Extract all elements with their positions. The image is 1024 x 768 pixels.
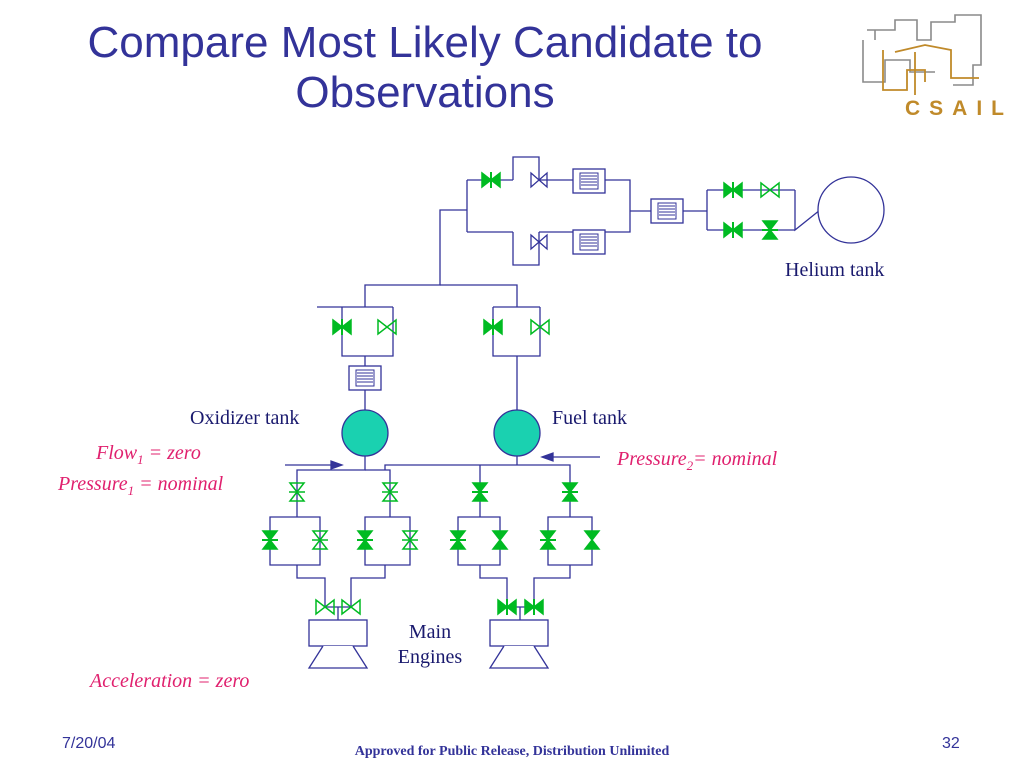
pressurant-lines xyxy=(269,156,821,620)
observation-flow1: Flow1 = zero xyxy=(96,442,201,468)
slide-title: Compare Most Likely Candidate to Observa… xyxy=(0,18,850,118)
title-line-2: Observations xyxy=(295,68,555,117)
flow1-text: Flow xyxy=(96,442,138,464)
fuel-tank-label: Fuel tank xyxy=(552,407,627,429)
pressure1-value: = nominal xyxy=(134,473,224,495)
pressure2-sub: 2 xyxy=(686,458,694,473)
valve-fuel-feed-2 xyxy=(561,482,579,502)
regulator-oxidizer xyxy=(348,365,382,391)
observation-pressure1: Pressure1 = nominal xyxy=(58,473,223,499)
valve-branch-2a xyxy=(356,530,374,550)
observation-pressure2: Pressure2= nominal xyxy=(617,448,777,474)
footer-release-notice: Approved for Public Release, Distributio… xyxy=(354,744,670,759)
main-engines-line-2: Engines xyxy=(397,646,463,668)
pressure2-value: = nominal xyxy=(693,448,778,470)
engine-right-nozzle xyxy=(488,645,550,669)
pressure1-sub: 1 xyxy=(127,483,135,498)
valve-fuel-feed-1 xyxy=(471,482,489,502)
oxidizer-tank xyxy=(341,409,389,457)
valve-fuel-iso-a xyxy=(483,318,503,336)
valve-engine-right-b xyxy=(524,598,544,616)
valve-helium-c xyxy=(723,221,743,239)
oxidizer-tank-label: Oxidizer tank xyxy=(190,407,300,429)
helium-tank-label: Helium tank xyxy=(785,259,885,281)
pressure1-text: Pressure xyxy=(58,473,128,495)
regulator-helium xyxy=(650,198,684,224)
valve-branch-3b xyxy=(492,530,508,550)
valve-branch-3a xyxy=(449,530,467,550)
main-engines xyxy=(307,619,550,669)
main-engines-line-1: Main xyxy=(408,621,452,643)
regulator-lower xyxy=(572,229,606,255)
pressure2-text: Pressure xyxy=(617,448,687,470)
csail-logo-text: CSAIL xyxy=(905,97,1013,120)
regulator-upper xyxy=(572,168,606,194)
engine-right xyxy=(489,619,549,647)
footer-page-number: 32 xyxy=(942,735,960,752)
valve-engine-right-a xyxy=(497,598,517,616)
helium-tank xyxy=(817,176,885,244)
valve-helium-d xyxy=(761,220,779,240)
valve-helium-a xyxy=(723,181,743,199)
engine-left xyxy=(308,619,368,647)
valve-ox-iso-a xyxy=(332,318,352,336)
valve-upper-closed xyxy=(481,171,501,189)
flow1-value: = zero xyxy=(143,442,201,464)
valve-branch-1a xyxy=(261,530,279,550)
valve-branch-4a xyxy=(539,530,557,550)
valve-branch-4b xyxy=(584,530,600,550)
csail-logo xyxy=(862,14,982,95)
engine-left-nozzle xyxy=(307,645,369,669)
flow1-sub: 1 xyxy=(137,452,144,467)
title-line-1: Compare Most Likely Candidate to xyxy=(87,18,763,67)
observation-acceleration: Acceleration = zero xyxy=(90,670,250,692)
fuel-tank xyxy=(493,409,541,457)
main-engines-label: Main Engines xyxy=(388,620,472,670)
observation-arrows xyxy=(285,452,600,470)
footer-date: 7/20/04 xyxy=(62,735,116,752)
